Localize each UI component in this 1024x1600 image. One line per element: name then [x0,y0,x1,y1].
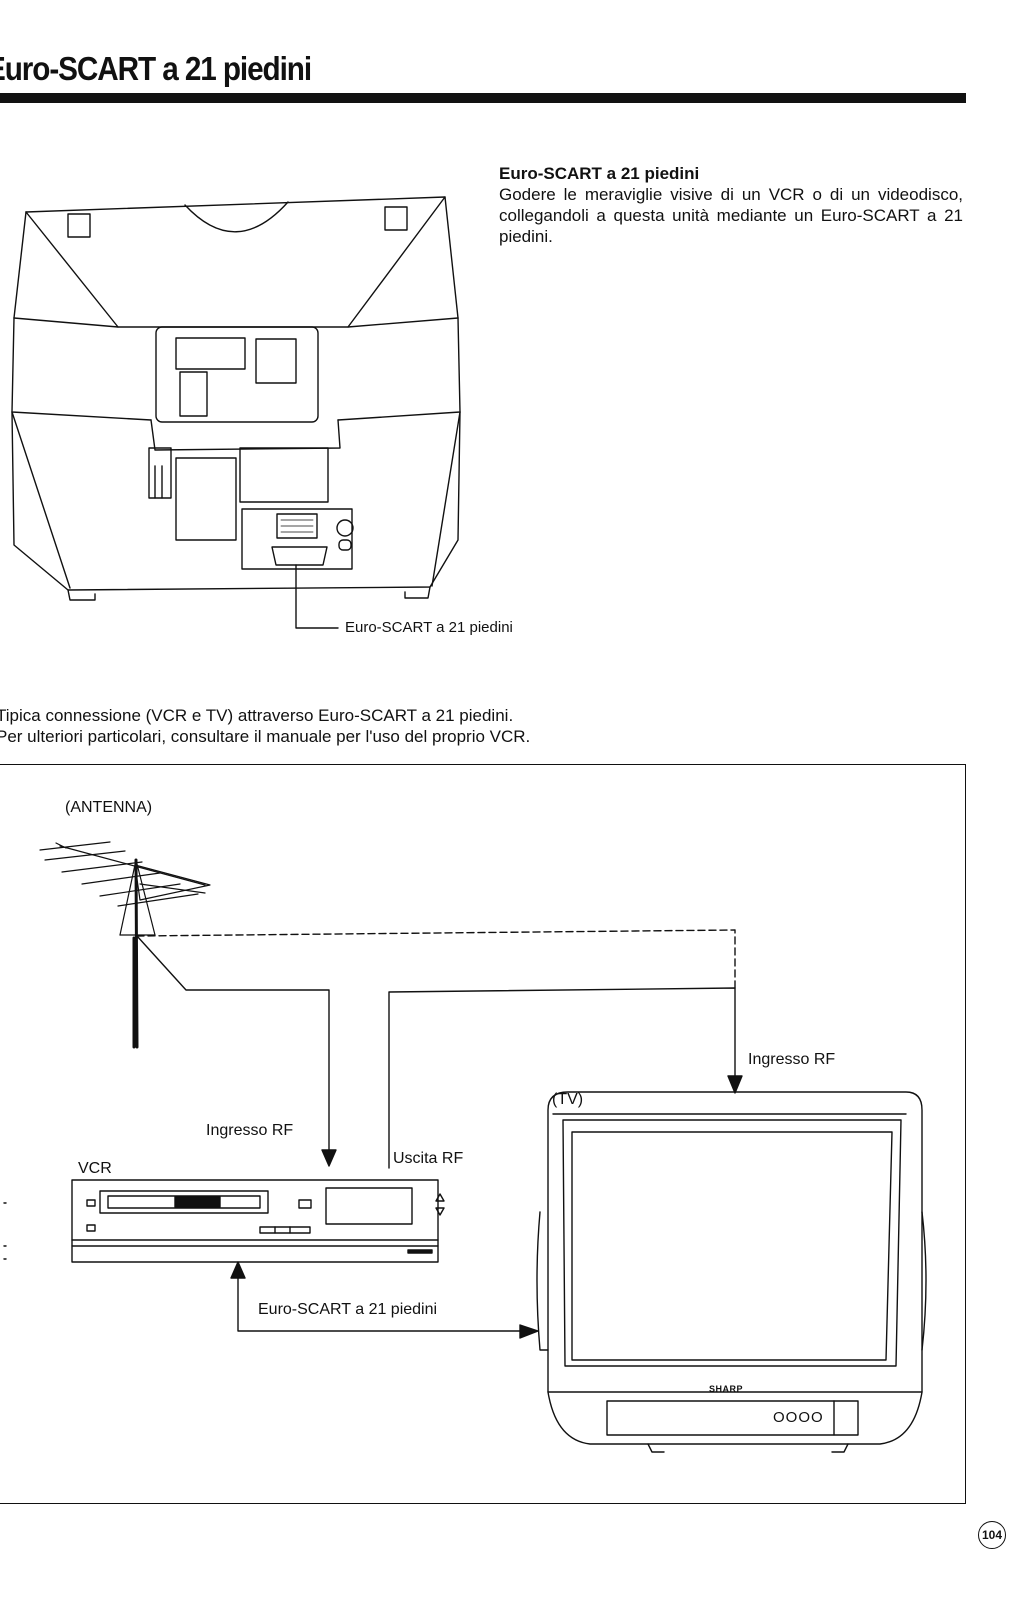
vcr-illustration [71,1179,445,1263]
caption-line-1: Tipica connessione (VCR e TV) attraverso… [0,706,514,725]
title-rule [0,93,966,103]
antenna-label: (ANTENNA) [65,799,153,816]
connection-diagram [39,841,927,1453]
antenna-illustration [39,841,211,936]
vcr-label: VCR [78,1160,112,1177]
tv-control-panel: OOOO [773,1409,824,1426]
scart-cable-label: Euro-SCART a 21 piedini [258,1301,438,1318]
vcr-rf-input-label: Ingresso RF [206,1122,294,1139]
scart-callout-label: Euro-SCART a 21 piedini [345,619,513,636]
section-heading: Euro-SCART a 21 piedini [499,164,700,183]
vcr-rf-output-label: Uscita RF [393,1150,464,1167]
tv-rf-input-label: Ingresso RF [748,1051,836,1068]
tv-front-illustration [536,1091,927,1453]
caption-line-2: Per ulteriori particolari, consultare il… [0,727,531,746]
page-number: 104 [978,1521,1006,1549]
page-title: Euro-SCART a 21 piedini [0,50,312,87]
tv-rear-view-illustration [11,196,461,629]
tv-label: (TV) [552,1091,584,1108]
tv-brand-logo: SHARP [709,1384,744,1394]
section-description: Godere le meraviglie visive di un VCR o … [499,185,963,246]
diagram-frame [0,764,966,1504]
